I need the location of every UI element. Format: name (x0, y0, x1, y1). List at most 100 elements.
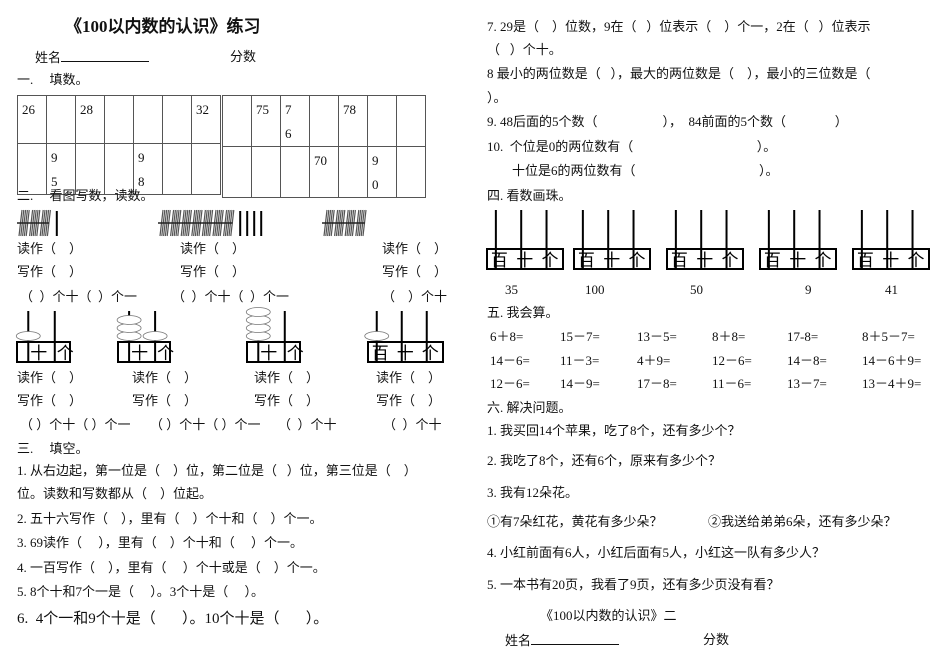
abacus-frame (573, 248, 651, 270)
stick-bundle-icon (221, 209, 235, 237)
table-cell[interactable]: 78 (338, 95, 368, 147)
fill-blank-question: 3. 69读作（ ），里有（ ）个十和（ ）个一。 (17, 535, 304, 550)
arithmetic-problem: 8＋5－7= (862, 329, 915, 344)
score-label: 分数 (230, 49, 257, 64)
table-cell[interactable]: 9 5 (46, 143, 76, 195)
name-field-2: 姓名 (505, 632, 620, 649)
place-label: 十 (882, 251, 899, 271)
section-4-heading: 四. 看数画珠。 (487, 188, 572, 203)
page-title: 《100以内数的认识》练习 (65, 17, 261, 36)
stick-bundle-icon (200, 209, 214, 237)
table-cell[interactable] (396, 95, 426, 147)
fill-blank-question: 5. 8个十和7个一是（ ）。3个十是（ ）。 (17, 584, 265, 599)
table-cell[interactable] (251, 146, 281, 198)
table-cell[interactable]: 75 (251, 95, 281, 147)
arithmetic-problem: 13－5= (637, 329, 677, 344)
bead (116, 315, 142, 325)
arithmetic-problem: 17－8= (637, 376, 677, 391)
arithmetic-problem: 14－6= (490, 352, 530, 368)
bead (364, 331, 390, 341)
table-cell[interactable] (222, 95, 252, 147)
table-cell[interactable] (191, 143, 221, 195)
fill-blank-question: 10. 个位是0的两位数有（ ）。 (487, 139, 777, 154)
fill-blank-question: 十位是6的两位数有（ ）。 (512, 163, 779, 178)
table-cell[interactable]: 26 (17, 95, 47, 144)
tens-ones-blank: （ ）个十 (278, 417, 337, 432)
target-number: 9 (805, 282, 812, 297)
read-as-blank: 读作（ ） (254, 370, 320, 385)
arithmetic-problem: 11－3= (560, 352, 600, 368)
table-row: 9 5 9 8 (17, 143, 221, 195)
table-cell[interactable] (396, 146, 426, 198)
write-as-blank: 写作（ ） (382, 264, 448, 279)
stick-bundle-icon (353, 209, 367, 237)
table-cell[interactable] (17, 143, 47, 195)
section-1-heading: 一. 填数。 (17, 72, 89, 87)
arithmetic-problem: 12－6= (712, 352, 752, 368)
word-problem: 1. 我买回14个苹果，吃了8个，还有多少个？ (487, 423, 741, 438)
place-label: 个 (629, 251, 646, 271)
word-problem: 2. 我吃了8个，还有6个，原来有多少个？ (487, 453, 722, 468)
stick-bundle-icon (179, 209, 192, 237)
table-cell[interactable] (162, 95, 192, 144)
fill-blank-question: （ ）个十。 (487, 42, 562, 57)
name-underline (531, 632, 620, 645)
arithmetic-problem: 15－7= (560, 329, 600, 344)
word-problem: 5. 一本书有20页，我看了9页，还有多少页没有看？ (487, 577, 780, 592)
bead (15, 331, 41, 341)
place-label: 百 (857, 251, 874, 271)
abacus-icon: 百十个 (486, 210, 564, 271)
place-label: 十 (516, 251, 533, 271)
target-number: 35 (505, 282, 518, 297)
place-label: 十 (603, 251, 620, 271)
tens-ones-blank: （ ）个十（ ）个一 (150, 417, 261, 432)
write-as-blank: 写作（ ） (132, 393, 198, 408)
target-number: 50 (690, 282, 703, 297)
read-as-blank: 读作（ ） (132, 370, 198, 385)
place-label: 十 (397, 344, 414, 364)
read-as-blank: 读作（ ） (17, 241, 83, 256)
abacus-icon: 百十个 (759, 210, 837, 271)
table-cell[interactable] (162, 143, 192, 195)
empty-abacus-figures: 百十个百十个百十个百十个百十个 (486, 210, 930, 271)
tens-ones-blank: （ ）个十（ ）个一 (20, 289, 138, 304)
fill-blank-question: 1. 从右边起，第一位是（ ）位，第二位是（ ）位，第三位是（ ） (17, 463, 417, 478)
table-cell[interactable] (104, 95, 134, 144)
fill-blank-question: 8 最小的两位数是（ ），最大的两位数是（ ），最小的三位数是（ (487, 66, 871, 81)
fill-blank-question: 9. 48后面的5个数（ ）， 84前面的5个数（ ） (487, 114, 848, 129)
target-number: 100 (585, 282, 605, 297)
name-underline (61, 49, 150, 62)
table-cell[interactable] (338, 146, 368, 198)
tens-ones-blank: （ ）个十（ ）个一 (20, 417, 131, 432)
abacus-frame (759, 248, 837, 270)
table-cell[interactable]: 9 8 (133, 143, 163, 195)
abacus-frame (117, 341, 171, 363)
arithmetic-problem: 8＋8= (712, 329, 746, 344)
arithmetic-problem: 13－7= (787, 376, 827, 391)
abacus-icon: 十个 (15, 311, 74, 364)
tens-ones-blank: （ ）个十 (383, 417, 442, 432)
abacus-icon: 十个 (116, 311, 174, 364)
table-cell[interactable] (222, 146, 252, 198)
abacus-icon: 百十个 (573, 210, 651, 271)
stick-bundle-icon (158, 209, 171, 237)
name-label: 姓名 (35, 50, 62, 65)
table-cell[interactable]: 28 (75, 95, 105, 144)
bead-abacus-figures: 十个十个十个百十个 (15, 307, 444, 364)
tens-ones-blank: （ ）个十（ ）个一 (172, 289, 290, 304)
fill-blank-question: 7. 29是（ ）位数，9在（ ）位表示（ ）个一，2在（ ）位表示 (487, 19, 871, 34)
table-cell[interactable] (367, 95, 397, 147)
subtitle: 《100以内数的认识》二 (540, 608, 677, 623)
abacus-icon: 百十个 (364, 311, 444, 364)
place-label: 个 (422, 344, 439, 364)
place-label: 百 (671, 251, 688, 271)
place-label: 十 (789, 251, 806, 271)
abacus-frame (852, 248, 930, 270)
abacus-frame (246, 341, 301, 363)
table-cell[interactable] (46, 95, 76, 144)
arithmetic-problem: 17-8= (787, 329, 819, 344)
